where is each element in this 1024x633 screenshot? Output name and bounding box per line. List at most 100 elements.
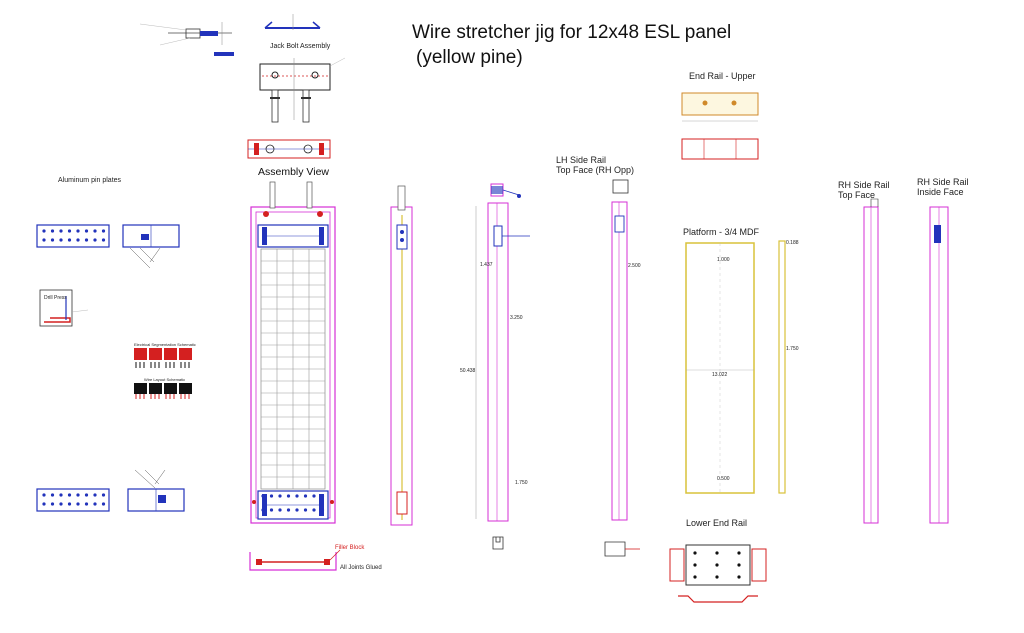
pin-hole [84, 502, 89, 506]
pin-hole [295, 494, 299, 498]
label-lh-top-face: Top Face (RH Opp) [556, 165, 635, 175]
pin-hole [42, 493, 46, 497]
label-rh-inside-2: Inside Face [917, 187, 964, 197]
pin-hole [269, 508, 274, 512]
pin-plate-bottom [36, 488, 110, 512]
dim-lh-length: 50.438 [460, 368, 476, 374]
pin-hole [84, 238, 89, 242]
assembly-side-profile [390, 185, 413, 526]
pin-plate-section-bottom [127, 469, 185, 512]
pin-hole [261, 508, 265, 512]
pin-plate-section-top [122, 224, 180, 269]
pin-hole [76, 229, 80, 233]
pin-hole [93, 493, 97, 497]
pin-hole [67, 238, 72, 242]
rh-side-rail-inside-face [929, 206, 949, 524]
pin-hole [320, 508, 325, 512]
pin-hole [50, 493, 55, 497]
pin-hole [715, 563, 719, 567]
pin-hole [737, 575, 741, 579]
label-electrical-segmentation: Electrical Segmentation Schematic [134, 342, 196, 347]
label-end-rail-upper: End Rail - Upper [689, 71, 756, 81]
pin-hole [269, 494, 274, 498]
pin-hole [101, 229, 106, 233]
pin-hole [737, 563, 741, 567]
pin-hole [42, 238, 46, 242]
lower-end-rail [604, 541, 767, 603]
pin-hole [312, 494, 316, 498]
pin-hole [93, 238, 97, 242]
label-rh-inside-1: RH Side Rail [917, 177, 969, 187]
pin-hole [84, 493, 89, 497]
pin-hole [737, 551, 741, 555]
end-rail-upper [681, 92, 759, 160]
pin-hole [278, 494, 282, 498]
pin-hole [42, 502, 46, 506]
tray-section-detail [249, 549, 341, 571]
pin-hole [303, 494, 308, 498]
pin-hole [303, 508, 308, 512]
pin-hole [50, 502, 55, 506]
platform-mdf [685, 240, 786, 494]
rh-side-rail-top-face [863, 198, 879, 524]
dim-lh-b: 3.250 [510, 315, 523, 321]
label-jack-bolt: Jack Bolt Assembly [270, 43, 331, 50]
drawing-title-line1: Wire stretcher jig for 12x48 ESL panel [412, 22, 732, 43]
label-aluminum-pin-plates: Aluminum pin plates [58, 177, 122, 184]
pin-hole [101, 238, 106, 242]
pin-hole [693, 551, 697, 555]
pin-hole [42, 229, 46, 233]
jack-bolt-top-view [264, 14, 321, 30]
label-rh-top-1: RH Side Rail [838, 180, 890, 190]
label-drill-press: Drill Press [44, 295, 67, 301]
pin-hole [715, 551, 719, 555]
pin-hole [84, 229, 89, 233]
pin-hole [76, 493, 80, 497]
dim-lh-c: 1.750 [515, 480, 528, 486]
dim-platform-top: 1.000 [717, 257, 730, 263]
pin-hole [295, 508, 299, 512]
wire-layout-schematic [134, 383, 192, 399]
pin-hole [50, 229, 55, 233]
pin-hole [76, 238, 80, 242]
label-wire-layout: Wire Layout Schematic [144, 377, 186, 382]
pin-hole [93, 502, 97, 506]
pin-hole [59, 238, 63, 242]
dim-lh-a: 1.437 [480, 262, 493, 268]
generated-details [42, 229, 741, 579]
label-rh-top-2: Top Face [838, 190, 876, 200]
pin-hole [67, 493, 72, 497]
pin-hole [261, 494, 265, 498]
pin-hole [320, 494, 325, 498]
pin-hole [101, 502, 106, 506]
pin-hole [93, 229, 97, 233]
pin-hole [286, 508, 291, 512]
dim-lh-d: 2.500 [628, 263, 641, 269]
callout-filler-block: Filler Block [335, 545, 365, 551]
pin-hole [59, 229, 63, 233]
pin-hole [693, 575, 697, 579]
pin-hole [715, 575, 719, 579]
pin-hole [76, 502, 80, 506]
dim-platform-side: 1.750 [786, 346, 799, 352]
top-left-detail [139, 22, 234, 56]
pin-hole [278, 508, 282, 512]
pin-hole [67, 502, 72, 506]
lh-side-rail-top-face [611, 179, 629, 521]
pin-hole [286, 494, 291, 498]
dim-platform-thk: 0.188 [786, 240, 799, 246]
label-lower-end-rail: Lower End Rail [686, 518, 748, 528]
electrical-segmentation-schematic [134, 348, 192, 368]
drawing-title-line2: (yellow pine) [416, 47, 523, 68]
dim-platform-bottom: 0.500 [717, 476, 730, 482]
pin-hole [67, 229, 72, 233]
pin-hole [59, 493, 63, 497]
jack-bolt-side-plate [247, 139, 331, 159]
drill-press-detail [39, 289, 89, 327]
pin-hole [50, 238, 55, 242]
callout-all-joints-glued: All Joints Glued [340, 565, 382, 571]
pin-hole [312, 508, 316, 512]
dim-platform-width: 13.022 [712, 372, 728, 378]
label-assembly-view: Assembly View [258, 166, 329, 178]
label-platform: Platform - 3/4 MDF [683, 227, 760, 237]
